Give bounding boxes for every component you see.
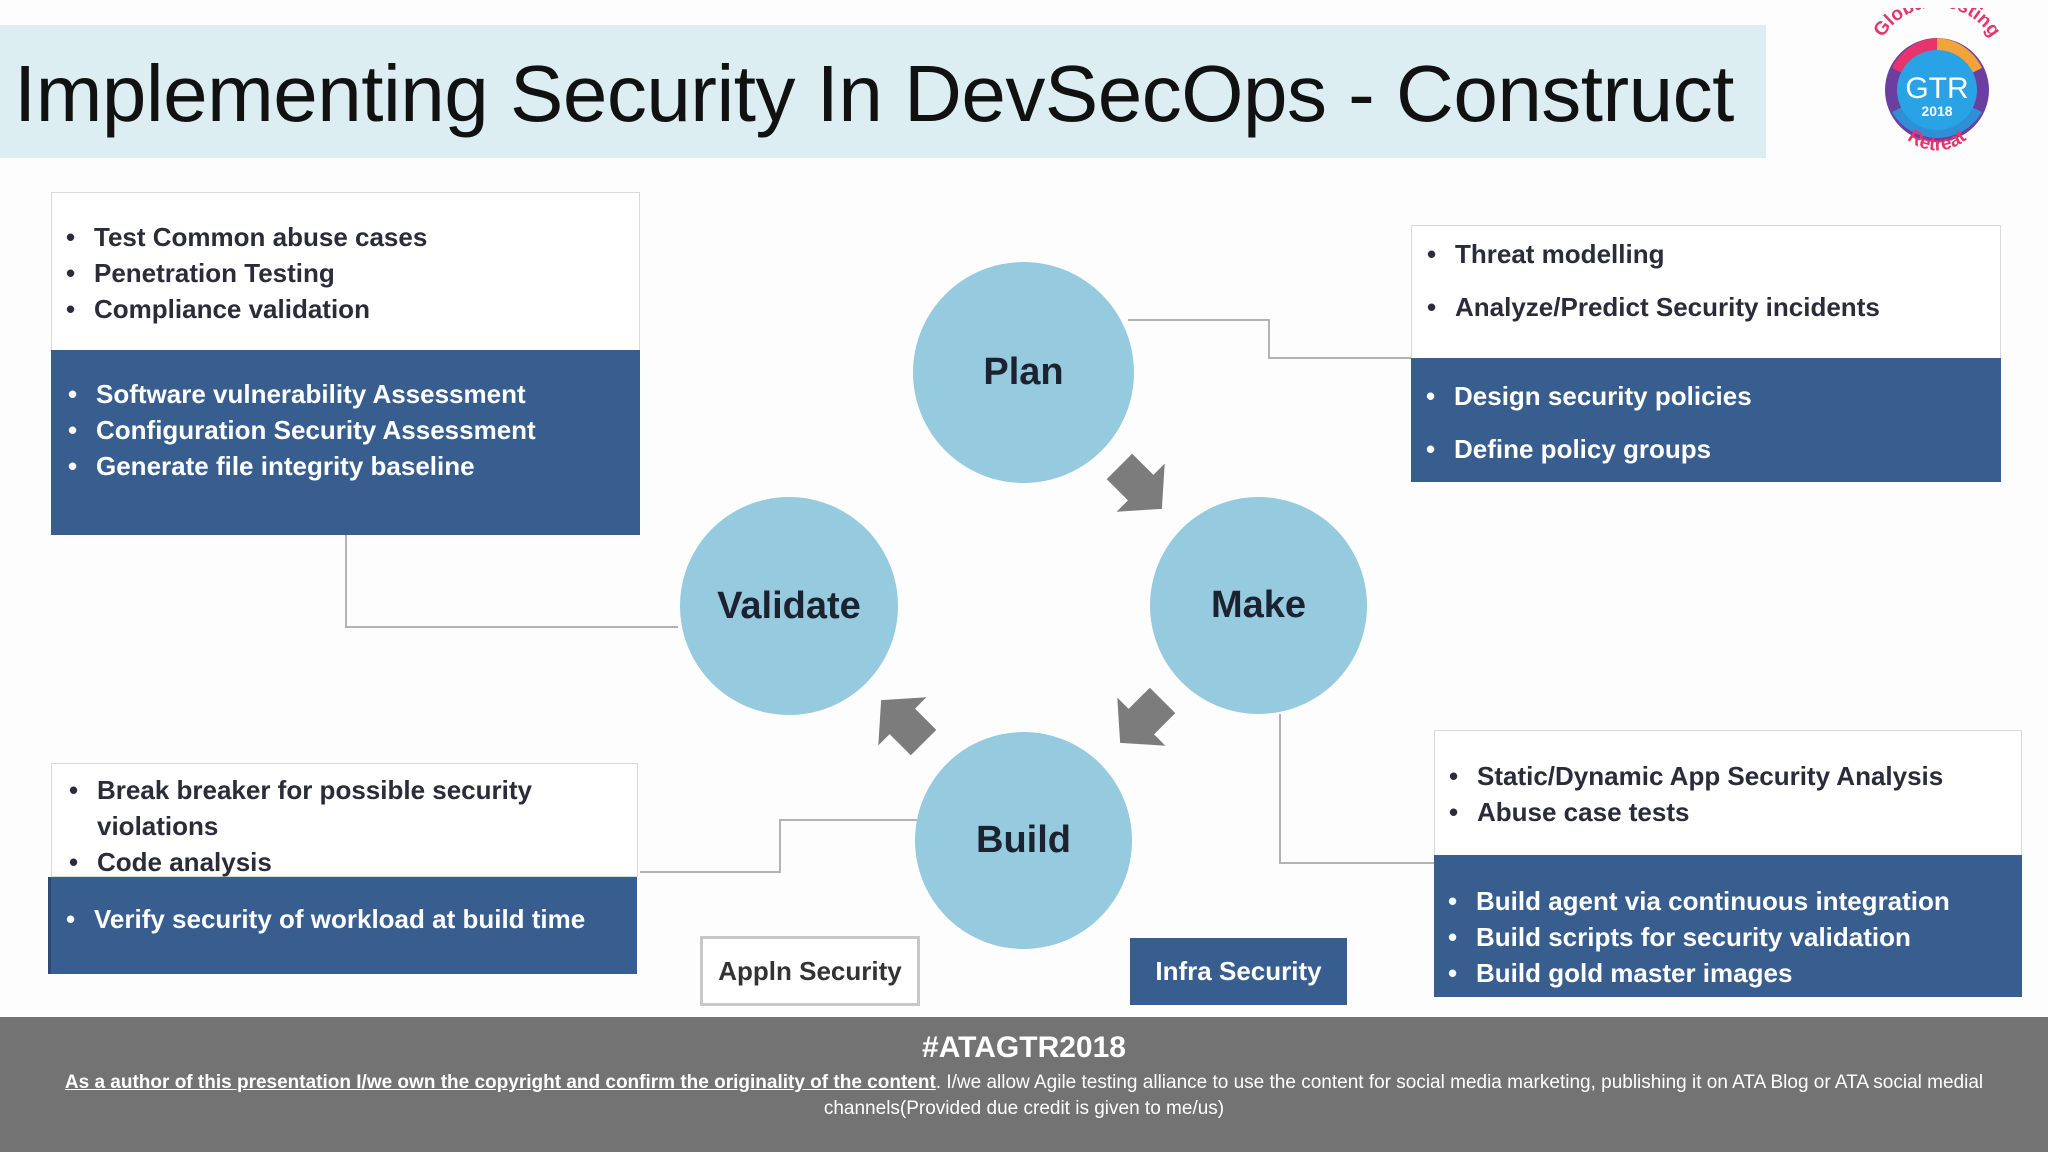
list-item: Software vulnerability Assessment xyxy=(66,376,640,412)
list-item: Static/Dynamic App Security Analysis xyxy=(1447,758,2021,794)
footer-note-rest: . I/we allow Agile testing alliance to u… xyxy=(823,1072,1984,1119)
phase-validate-label: Validate xyxy=(717,584,861,627)
logo-year: 2018 xyxy=(1921,103,1952,119)
legend-appln-security: Appln Security xyxy=(700,936,920,1006)
plan-appln-box: Threat modelling Analyze/Predict Securit… xyxy=(1411,225,2001,359)
list-item: Threat modelling xyxy=(1425,236,2000,272)
connector-plan xyxy=(1128,319,1412,359)
footer-copyright-note: As a author of this presentation I/we ow… xyxy=(40,1070,2008,1122)
list-item: Design security policies xyxy=(1424,378,2001,414)
list-item: Test Common abuse cases xyxy=(64,219,639,255)
validate-appln-box: Test Common abuse cases Penetration Test… xyxy=(51,192,640,351)
phase-build-circle: Build xyxy=(915,732,1132,949)
phase-plan-circle: Plan xyxy=(913,262,1134,483)
make-infra-box: Build agent via continuous integration B… xyxy=(1434,855,2022,997)
list-item: Code analysis xyxy=(67,844,637,880)
build-appln-box: Break breaker for possible security viol… xyxy=(51,763,638,880)
list-item: Build agent via continuous integration xyxy=(1446,883,2022,919)
list-item: Verify security of workload at build tim… xyxy=(64,901,637,937)
title-band xyxy=(0,25,1766,158)
list-item: Analyze/Predict Security incidents xyxy=(1425,289,2000,325)
arrow-plan-to-make-icon xyxy=(1106,453,1165,512)
page-title: Implementing Security In DevSecOps - Con… xyxy=(14,49,1734,138)
list-item: Build gold master images xyxy=(1446,955,2022,991)
plan-infra-box: Design security policies Define policy g… xyxy=(1411,358,2001,482)
arrow-make-to-build-icon xyxy=(1117,687,1176,746)
list-item: Configuration Security Assessment xyxy=(66,412,640,448)
footer-note-underlined: As a author of this presentation I/we ow… xyxy=(64,1072,936,1093)
list-item: Compliance validation xyxy=(64,291,639,327)
list-item: Break breaker for possible security viol… xyxy=(67,772,537,844)
phase-plan-label: Plan xyxy=(983,351,1064,393)
phase-make-circle: Make xyxy=(1150,497,1367,714)
phase-validate-circle: Validate xyxy=(680,497,898,715)
phase-build-label: Build xyxy=(976,819,1071,861)
gtr-logo: Global Testing GTR 2018 Retreat xyxy=(1870,8,2005,155)
arrow-build-to-validate-icon xyxy=(878,697,937,756)
phase-make-label: Make xyxy=(1210,584,1307,626)
validate-infra-box: Software vulnerability Assessment Config… xyxy=(51,350,640,535)
make-appln-box: Static/Dynamic App Security Analysis Abu… xyxy=(1434,730,2022,856)
list-item: Generate file integrity baseline xyxy=(66,448,640,484)
connector-build xyxy=(640,819,918,873)
build-infra-box: Verify security of workload at build tim… xyxy=(48,877,637,974)
footer-hashtag: #ATAGTR2018 xyxy=(922,1031,1126,1064)
footer: #ATAGTR2018 As a author of this presenta… xyxy=(0,1017,2048,1152)
list-item: Abuse case tests xyxy=(1447,794,2021,830)
list-item: Define policy groups xyxy=(1424,431,2001,467)
connector-make xyxy=(1279,714,1435,864)
list-item: Build scripts for security validation xyxy=(1446,919,2022,955)
legend-infra-security: Infra Security xyxy=(1130,938,1347,1005)
connector-validate xyxy=(345,534,678,628)
list-item: Penetration Testing xyxy=(64,255,639,291)
logo-main-text: GTR xyxy=(1905,72,1968,105)
